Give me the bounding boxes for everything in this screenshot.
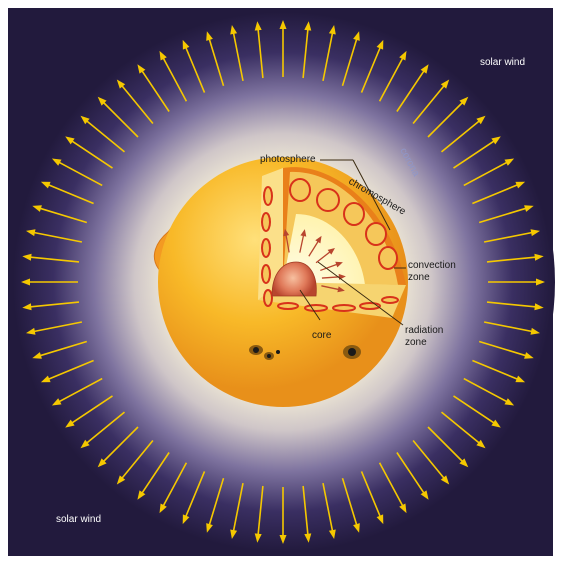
label-solar-wind-top: solar wind <box>480 57 525 68</box>
label-convection-zone-2: zone <box>408 272 430 283</box>
label-solar-wind-bottom: solar wind <box>56 514 101 525</box>
label-photosphere: photosphere <box>260 154 316 165</box>
label-core: core <box>312 330 332 341</box>
label-radiation-zone-2: zone <box>405 337 427 348</box>
label-convection-zone-1: convection <box>408 260 456 271</box>
label-radiation-zone-1: radiation <box>405 325 443 336</box>
